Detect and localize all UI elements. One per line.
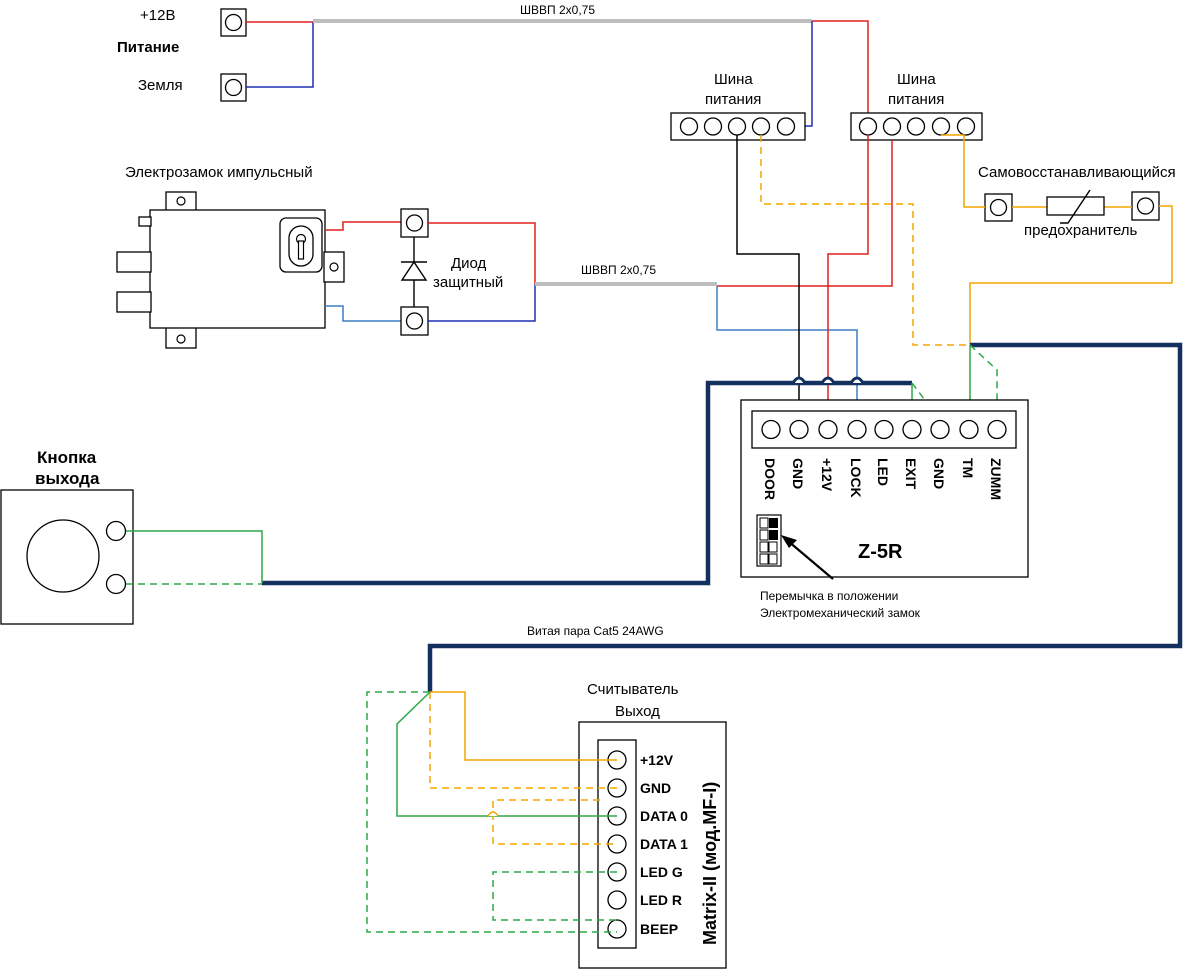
z5r-pin-label: ZUMM [988, 458, 1004, 500]
lock-pin [138, 216, 152, 227]
wire-gnd [736, 135, 800, 420]
lock-bolt-1 [116, 251, 152, 273]
arrow-icon [781, 535, 797, 548]
reader-pin-label: DATA 1 [640, 836, 688, 852]
z5r-pin-label: GND [931, 458, 947, 489]
bus-left-label-1: Шина [714, 71, 753, 88]
fuse-body [1046, 196, 1105, 216]
jumper-icon [756, 514, 782, 567]
wire-lock-minus [716, 286, 858, 420]
cat5-label: Витая пара Cat5 24AWG [527, 624, 664, 638]
fuse: Самовосстанавливающийся предохранитель [978, 164, 1176, 239]
diode-label-2: защитный [433, 274, 503, 291]
z5r-pin-exit-terminal[interactable] [902, 419, 922, 440]
z5r-pin-led-terminal[interactable] [874, 419, 894, 440]
exit-button-label-2: выхода [35, 469, 100, 488]
bus-right-label-1: Шина [897, 71, 936, 88]
diode: Диод защитный [400, 208, 503, 336]
diode-symbol-icon [400, 260, 428, 281]
exit-button-contact-2 [105, 573, 127, 595]
wire-reader-12v [430, 691, 617, 761]
reader-pin-beep-terminal[interactable] [607, 919, 627, 939]
wire-gnd-to-bus [797, 21, 813, 127]
wire-lock-plus [717, 140, 893, 287]
ground-screw-icon [224, 78, 243, 97]
ground-label: Земля [138, 77, 183, 94]
plus12-label: +12В [140, 7, 175, 24]
diode-label-1: Диод [451, 255, 487, 272]
lock-bolt-2 [116, 291, 152, 313]
wire-zumm [969, 344, 998, 420]
wire-lock-red [325, 221, 401, 231]
electro-lock: Электрозамок импульсный [116, 164, 345, 349]
reader-title-2: Выход [615, 703, 660, 720]
z5r-pin-tm-terminal[interactable] [959, 419, 979, 440]
power-title: Питание [117, 39, 179, 56]
cable-mid-label: ШВВП 2х0,75 [581, 263, 656, 277]
jumper-note-2: Электромеханический замок [760, 606, 921, 620]
z5r-pin-zumm-terminal[interactable] [987, 419, 1007, 440]
wire-reader-data0 [396, 691, 617, 817]
fuse-symbol-icon [1060, 189, 1091, 224]
wire-diode-red [428, 222, 536, 284]
z5r-controller: DOOR GND +12V LOCK LED EXIT GND TM ZUMM Z-5R [740, 399, 1029, 580]
lock-title: Электрозамок импульсный [125, 164, 313, 181]
z5r-pin-gnd-terminal[interactable] [930, 419, 950, 440]
z5r-pin-label: EXIT [903, 458, 919, 490]
plus12-screw-icon [224, 13, 243, 32]
reader-pin-ledr-terminal[interactable] [607, 890, 627, 910]
z5r-pin-label: GND [790, 458, 806, 489]
reader-pin-label: GND [640, 780, 671, 796]
bus-left-label-2: питания [705, 91, 761, 108]
z5r-model: Z-5R [858, 541, 903, 563]
jumper-note-1: Перемычка в положении [760, 589, 898, 603]
reader-title-1: Считыватель [587, 681, 679, 698]
z5r-pin-label: LOCK [848, 458, 864, 498]
cat5-to-exit-button [262, 380, 912, 586]
bus-right: Шина питания [850, 71, 983, 141]
wire-power-gnd [246, 22, 314, 88]
z5r-pin-label: +12V [819, 458, 835, 492]
wire-plus-to-bus [812, 20, 869, 116]
cat5-to-reader [427, 342, 1183, 692]
bus-left: Шина питания [670, 71, 806, 141]
exit-button: Кнопка выхода [0, 448, 134, 625]
z5r-pin-label: TM [960, 458, 976, 478]
z5r-pin-label: LED [875, 458, 891, 486]
bus-right-label-2: питания [888, 91, 944, 108]
wire-fuse-to-cat5 [969, 205, 1173, 345]
wire-bus-to-fuse [941, 134, 985, 208]
wire-gnd-orange [760, 135, 970, 346]
power-supply: +12В Питание Земля [117, 7, 247, 102]
z5r-pin-gnd-terminal[interactable] [789, 419, 809, 440]
z5r-pin-12v-terminal[interactable] [818, 419, 838, 440]
wire-12v [827, 135, 869, 420]
reader-pin-label: +12V [640, 752, 674, 768]
fuse-title: Самовосстанавливающийся [978, 164, 1176, 181]
fuse-subtitle: предохранитель [1024, 222, 1138, 239]
reader-pin-label: BEEP [640, 921, 678, 937]
wire-button-exit [126, 530, 263, 583]
reader: Считыватель Выход +12V GND DATA 0 DATA 1 LED… [578, 681, 727, 969]
wire-diode-blue [428, 284, 536, 322]
reader-pin-label: DATA 0 [640, 808, 688, 824]
wire-reader-gnd [429, 692, 617, 789]
z5r-pin-lock-terminal[interactable] [847, 419, 867, 440]
reader-model: Matrix-II (мод.MF-I) [700, 782, 720, 945]
z5r-pin-label: DOOR [762, 458, 778, 500]
cable-top-label: ШВВП 2х0,75 [520, 3, 595, 17]
reader-pin-label: LED R [640, 892, 682, 908]
wire-lock-blue [325, 305, 401, 322]
reader-pin-label: LED G [640, 864, 683, 880]
z5r-pin-door-terminal[interactable] [761, 419, 781, 440]
exit-button-push-icon [26, 519, 100, 593]
exit-button-contact-1 [105, 520, 127, 542]
exit-button-label-1: Кнопка [37, 448, 97, 467]
wire-reader-beep [366, 691, 617, 933]
wire-reader-ledg [492, 871, 617, 921]
